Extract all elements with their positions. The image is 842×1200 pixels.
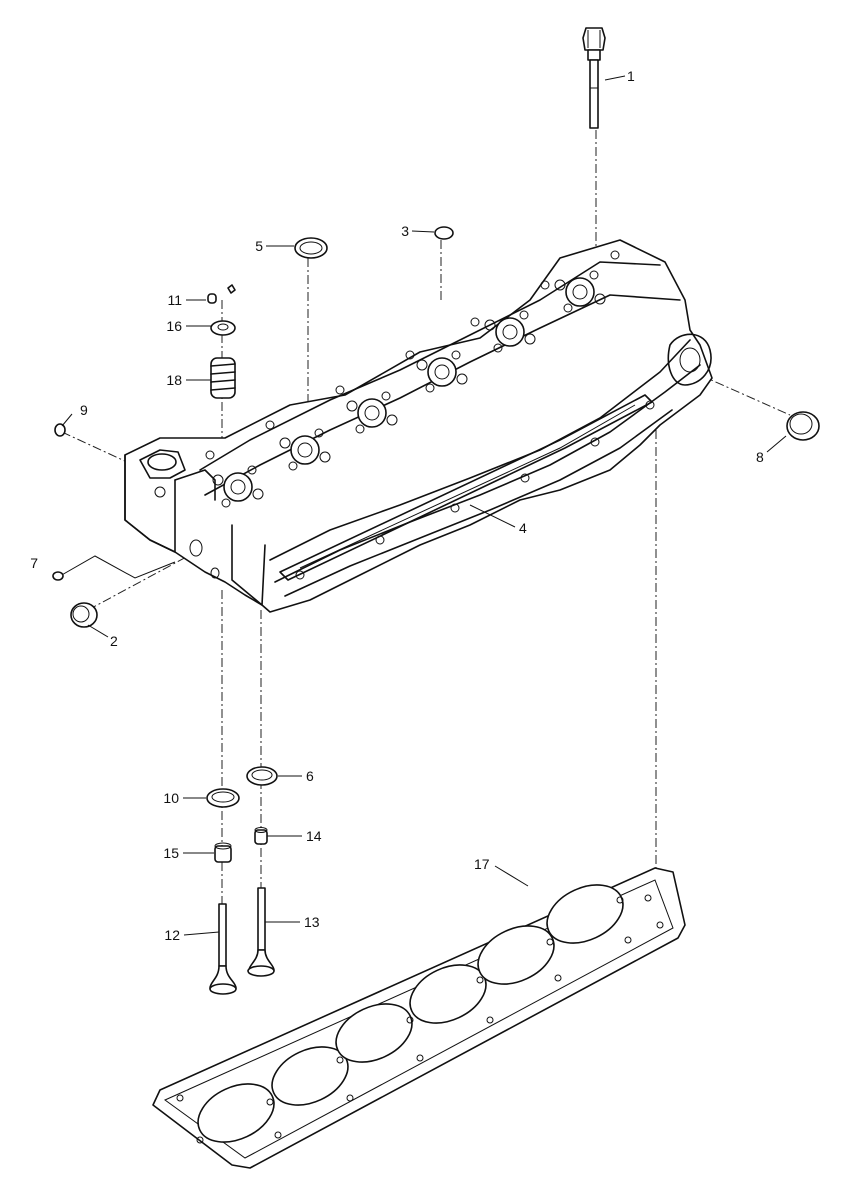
callout-13: 13 [304, 914, 320, 930]
valve-spring [210, 357, 236, 399]
gasket-cylinder-bores [197, 884, 624, 1143]
callout-2: 2 [110, 633, 118, 649]
spring-retainer [210, 320, 236, 336]
callout-18: 18 [166, 372, 182, 388]
callout-16: 16 [166, 318, 182, 334]
callout-7: 7 [30, 555, 38, 571]
callout-9: 9 [80, 402, 88, 418]
threaded-plug [52, 571, 64, 581]
small-plug-left [54, 423, 66, 437]
callout-17: 17 [474, 856, 490, 872]
callout-1: 1 [627, 68, 635, 84]
intake-valve [209, 903, 237, 995]
injector-seal-ring [294, 237, 328, 259]
callout-12: 12 [164, 927, 180, 943]
leader-lines [61, 75, 787, 936]
callout-15: 15 [163, 845, 179, 861]
callout-11: 11 [167, 292, 182, 308]
cylinder-ports [212, 270, 606, 508]
callout-3: 3 [401, 223, 409, 239]
gasket-holes [176, 894, 664, 1144]
valve-keepers [207, 284, 236, 304]
callout-5: 5 [255, 238, 263, 254]
callout-6: 6 [306, 768, 314, 784]
cylinder-head-gasket [152, 867, 686, 1169]
callout-8: 8 [756, 449, 764, 465]
exhaust-valve [247, 887, 275, 977]
large-cup-plug-front [70, 602, 98, 628]
small-expansion-plug [434, 226, 454, 240]
valve-guide-right [254, 827, 268, 845]
callout-4: 4 [519, 520, 527, 536]
side-cover-gasket [279, 394, 653, 581]
callout-10: 10 [163, 790, 179, 806]
cylinder-head [124, 239, 713, 613]
cylinder-head-bolt [582, 27, 606, 129]
exhaust-valve-seat [246, 766, 278, 786]
large-cup-plug-rear [786, 411, 820, 441]
callout-labels: 1 2 3 4 5 6 7 8 9 10 11 12 13 14 15 16 1… [30, 68, 764, 943]
callout-14: 14 [306, 828, 322, 844]
intake-valve-seat [206, 788, 240, 808]
valve-guide-left [214, 842, 232, 863]
